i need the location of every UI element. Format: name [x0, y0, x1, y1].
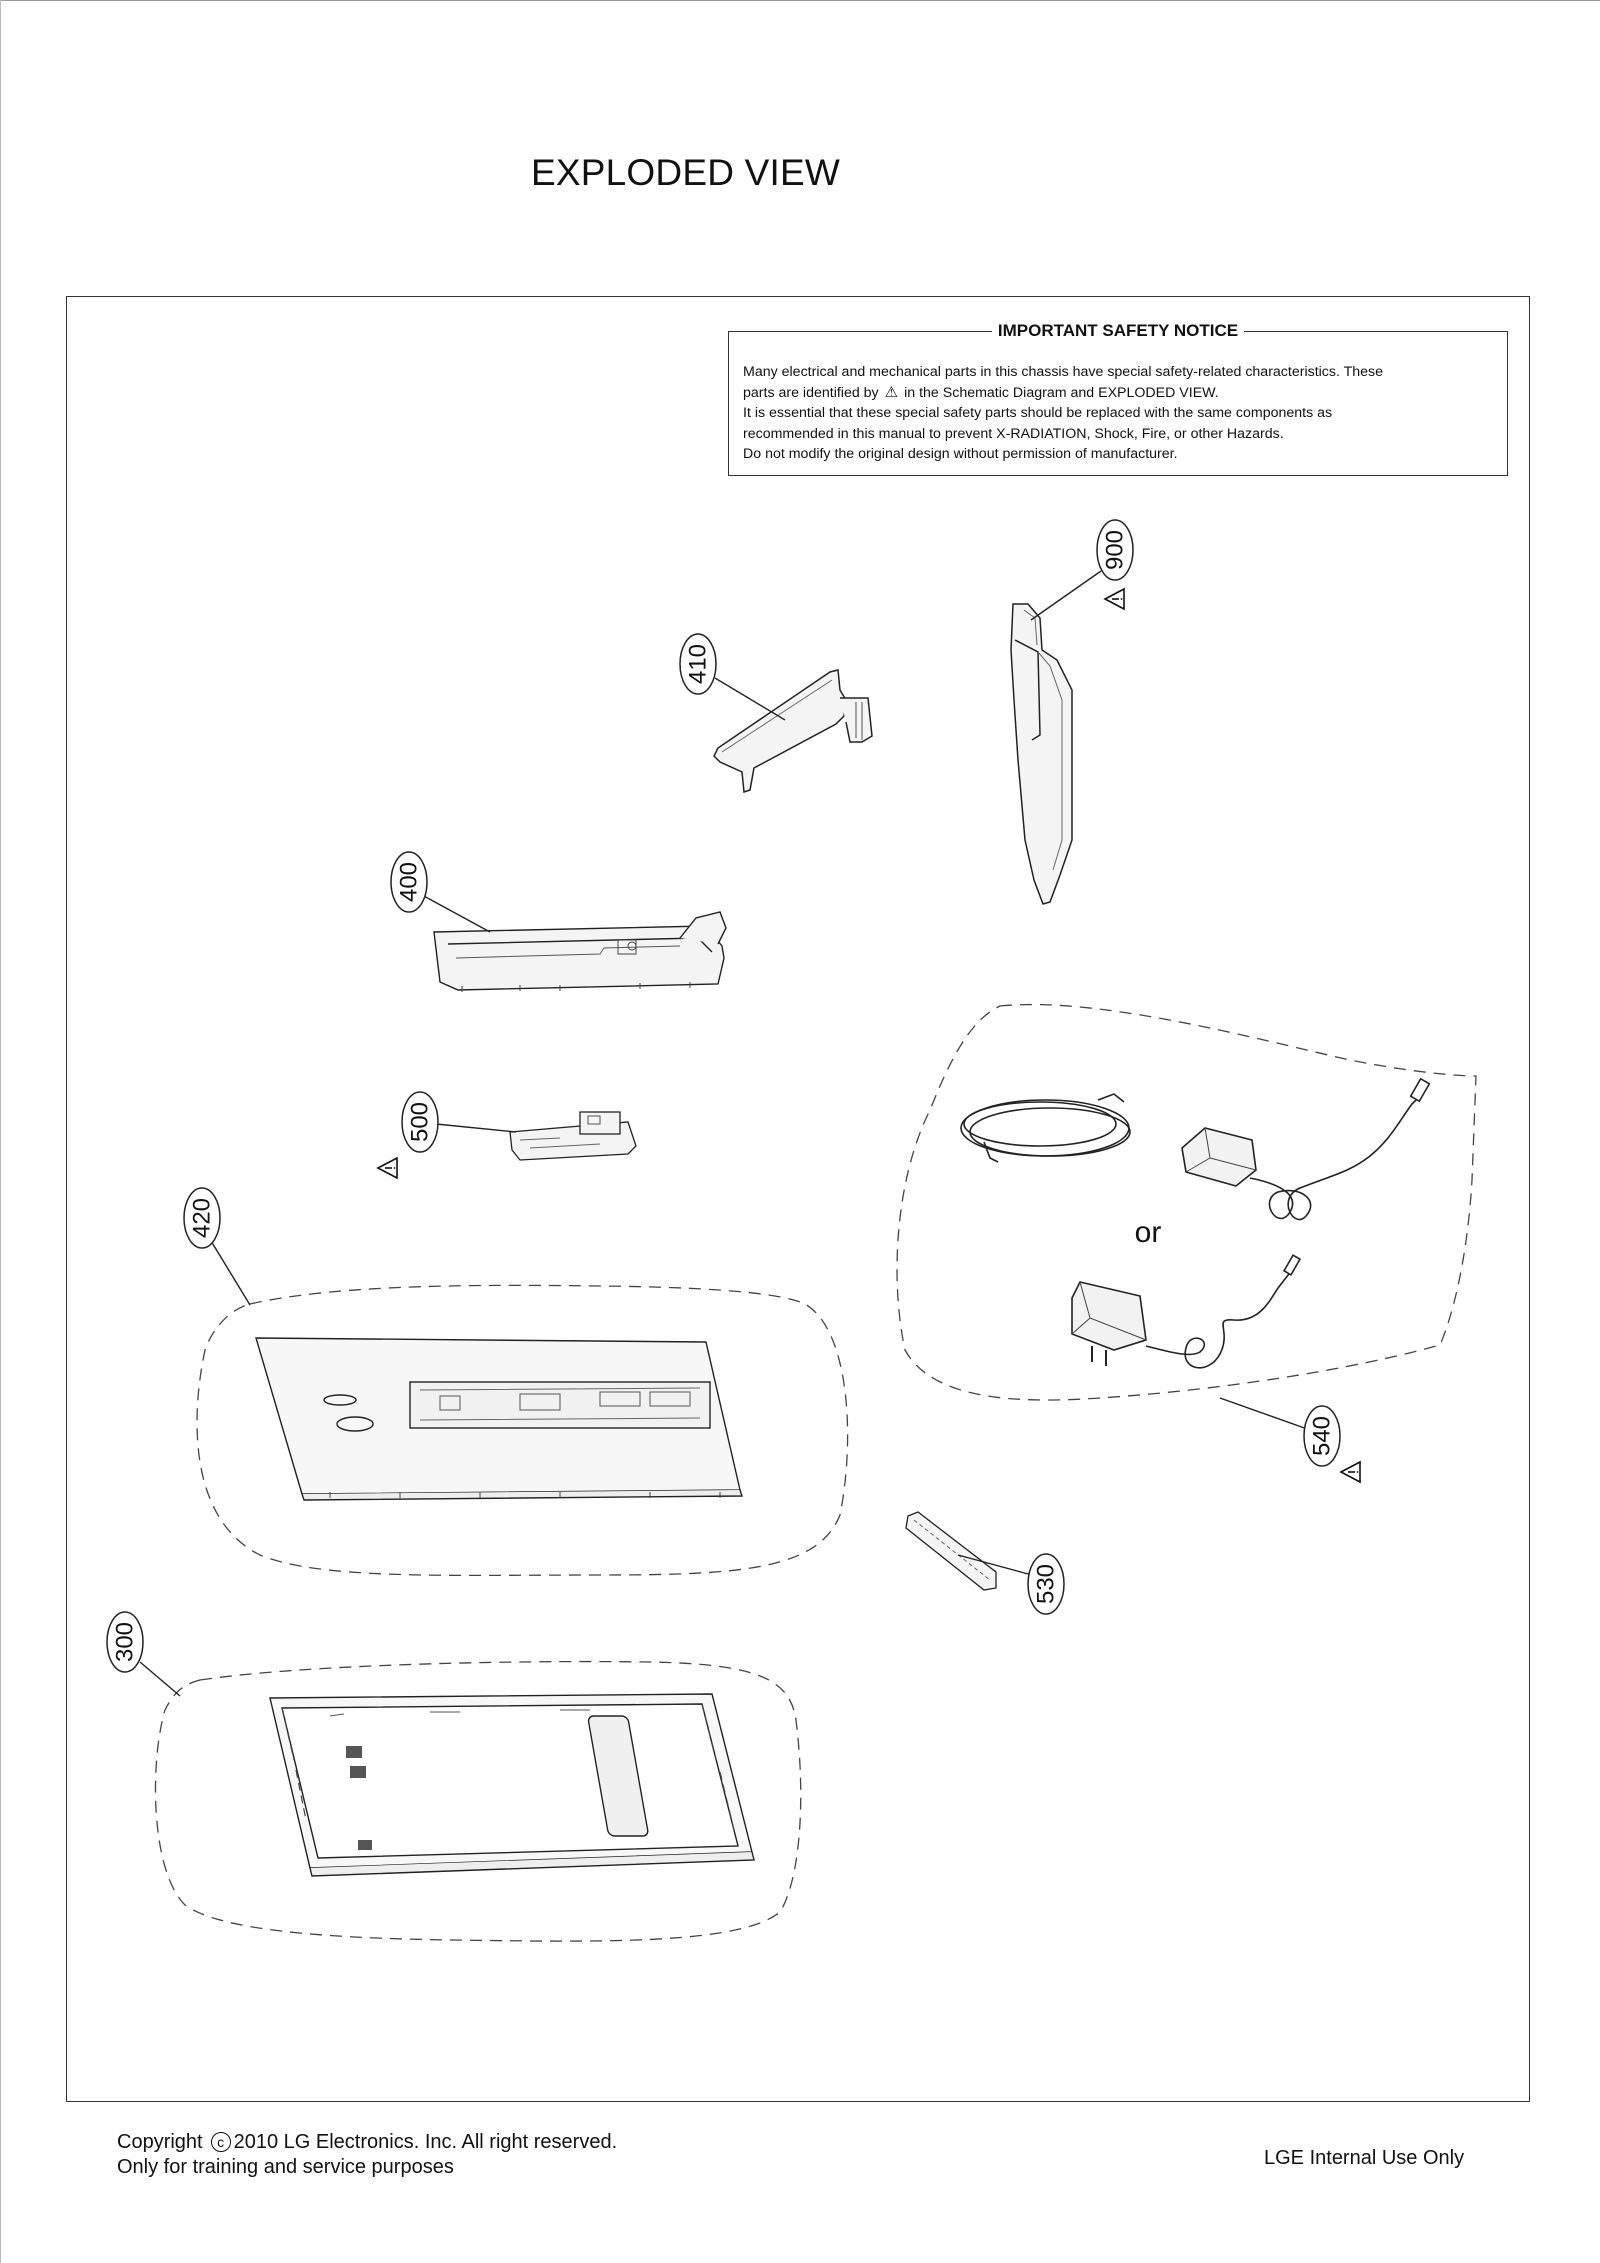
warning-triangle-icon	[377, 1157, 398, 1179]
leader-530	[957, 1554, 1033, 1576]
balloon-530: 530	[1027, 1553, 1065, 1615]
part-540-adapter-brick	[1181, 1077, 1431, 1221]
notice-line-4: recommended in this manual to prevent X-…	[743, 425, 1284, 442]
part-540-power-cord	[960, 1093, 1131, 1163]
label-400: 400	[396, 862, 423, 902]
part-410-hinge-arm	[713, 669, 873, 794]
leader-540	[1219, 1397, 1311, 1431]
part-530-small-cover	[905, 1511, 997, 1591]
balloon-500: 500	[401, 1091, 439, 1153]
notice-line-2-end: in the Schematic Diagram and EXPLODED VI…	[904, 384, 1219, 401]
label-530: 530	[1033, 1564, 1060, 1604]
notice-line-3: It is essential that these special safet…	[743, 405, 1333, 421]
group-outline-540	[896, 1003, 1477, 1401]
part-500-main-board	[509, 1111, 637, 1161]
warning-triangle-icon: ⚠	[884, 383, 899, 401]
group-outline-420	[196, 1284, 849, 1577]
page-top-rule	[0, 0, 1600, 1]
balloon-420: 420	[183, 1187, 221, 1249]
label-540: 540	[1309, 1416, 1336, 1456]
leader-300	[139, 1661, 181, 1697]
balloon-540: 540	[1303, 1405, 1341, 1467]
leader-400	[421, 894, 491, 933]
leader-900	[1030, 570, 1102, 621]
training-notice: Only for training and service purposes	[117, 2156, 454, 2178]
group-outline-300	[154, 1660, 802, 1942]
part-540-wall-adapter	[1071, 1254, 1302, 1369]
copyright-text: 2010 LG Electronics. Inc. All right rese…	[233, 2131, 618, 2153]
safety-notice-text: Many electrical and mechanical parts in …	[743, 362, 1493, 465]
balloon-410: 410	[679, 633, 717, 695]
leader-420	[207, 1235, 251, 1306]
label-300: 300	[112, 1622, 139, 1662]
notice-line-5: Do not modify the original design withou…	[743, 446, 1178, 462]
safety-notice-title: IMPORTANT SAFETY NOTICE	[991, 321, 1245, 340]
label-500: 500	[407, 1102, 434, 1142]
label-420: 420	[189, 1198, 216, 1238]
leader-500	[435, 1123, 517, 1133]
label-410: 410	[685, 644, 712, 684]
page-left-rule	[0, 0, 1, 2263]
label-900: 900	[1102, 530, 1129, 570]
alternative-label: or	[1135, 1216, 1162, 1249]
part-400-rear-bracket	[433, 911, 727, 992]
notice-line-2-start: parts are identified by	[743, 384, 879, 401]
part-300-front-cabinet	[269, 1693, 755, 1877]
copyright-icon: c	[210, 2132, 231, 2152]
balloon-400: 400	[390, 851, 428, 913]
part-900-stand	[1010, 603, 1073, 905]
leader-410	[714, 677, 786, 721]
part-420-back-cover	[255, 1337, 743, 1501]
balloon-900: 900	[1096, 519, 1134, 581]
notice-line-1: Many electrical and mechanical parts in …	[743, 364, 1384, 380]
diagram-frame	[66, 296, 1530, 2102]
internal-use-label: LGE Internal Use Only	[1264, 2147, 1465, 2169]
safety-notice-box: IMPORTANT SAFETY NOTICE Many electrical …	[728, 321, 1508, 476]
balloon-300: 300	[106, 1611, 144, 1673]
page-title: EXPLODED VIEW	[531, 152, 840, 193]
warning-triangle-icon	[1340, 1461, 1361, 1483]
copyright-prefix: Copyright	[117, 2131, 203, 2153]
warning-triangle-icon	[1104, 588, 1125, 610]
